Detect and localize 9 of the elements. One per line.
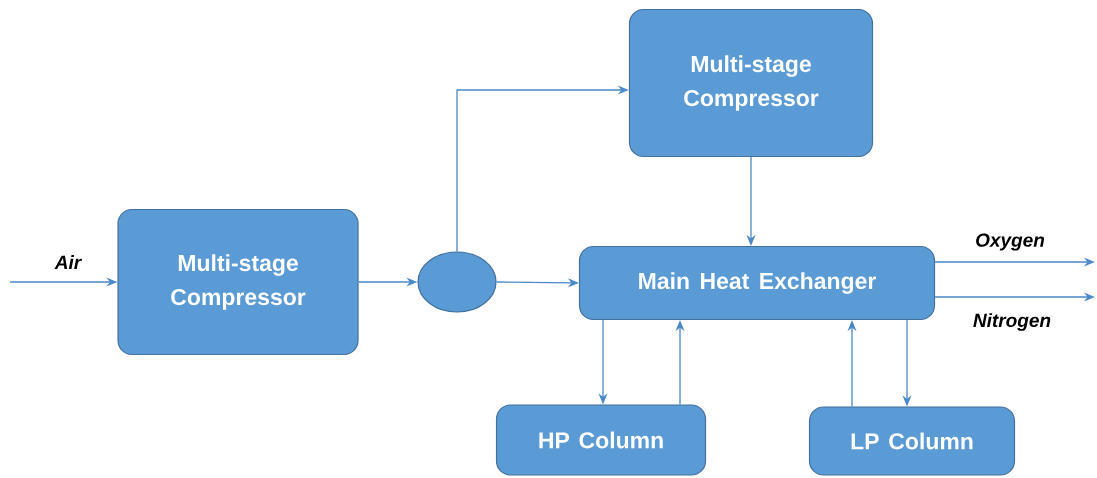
edge-label: Nitrogen bbox=[971, 312, 1053, 332]
edge-label: Air bbox=[53, 254, 83, 270]
process-box: Multi-stage Compressor bbox=[628, 8, 874, 158]
process-box: Multi-stage Compressor bbox=[117, 208, 359, 356]
junction-ellipse bbox=[417, 251, 497, 313]
process-box: HP Column bbox=[495, 404, 707, 476]
process-box: LP Column bbox=[808, 406, 1016, 476]
process-box: Main Heat Exchanger bbox=[578, 245, 936, 321]
edge-label: Oxygen bbox=[974, 232, 1046, 252]
